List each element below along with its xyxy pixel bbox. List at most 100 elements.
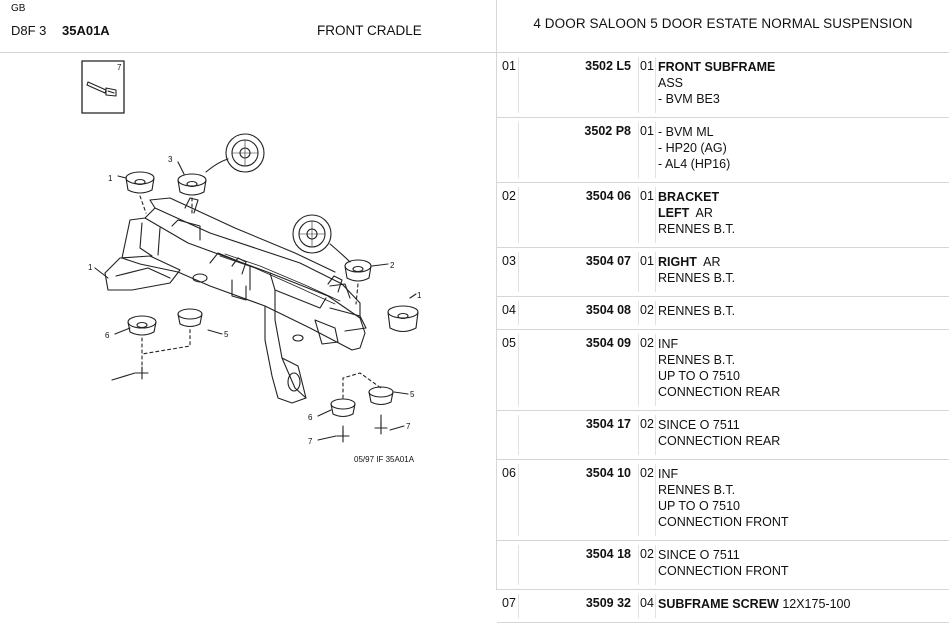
part-description: SUBFRAME SCREW 12X175-100 — [658, 596, 850, 612]
description-text: RENNES B.T. — [658, 222, 736, 236]
description-text: CONNECTION FRONT — [658, 515, 789, 529]
front-cradle-diagram[interactable]: 7 1 3 2 1 1 6 5 6 5 7 7 — [60, 58, 460, 478]
callout-6: 6 — [105, 331, 110, 340]
description-text: SINCE O 7511 — [658, 418, 740, 432]
callout-1-left: 1 — [88, 263, 93, 272]
detail-circle-right — [292, 214, 332, 254]
description-text: RENNES B.T. — [658, 353, 736, 367]
description-text: RENNES B.T. — [658, 304, 736, 318]
description-text: AR — [696, 255, 721, 269]
description-line: SINCE O 7511 — [658, 547, 789, 563]
description-text: SINCE O 7511 — [658, 548, 740, 562]
part-reference: 3504 06 — [585, 189, 631, 203]
description-text: INF — [658, 467, 679, 481]
bushing-right — [387, 305, 419, 333]
callout-7-right: 7 — [406, 422, 411, 431]
callout-1-right: 1 — [417, 291, 422, 300]
quantity: 02 — [640, 417, 654, 431]
section-ref: 35A01A — [62, 23, 110, 38]
quantity: 02 — [640, 303, 654, 317]
description-line: CONNECTION FRONT — [658, 563, 789, 579]
description-text: UP TO O 7510 — [658, 499, 740, 513]
callout-5-lower: 5 — [410, 390, 415, 399]
header-divider — [0, 52, 949, 53]
part-reference: 3504 08 — [585, 303, 631, 317]
description-line: RENNES B.T. — [658, 352, 780, 368]
description-line: UP TO O 7510 — [658, 368, 780, 384]
item-number: 07 — [502, 596, 516, 610]
description-text: AR — [689, 206, 713, 220]
description-line: BRACKET — [658, 189, 735, 205]
header-right: 4 DOOR SALOON 5 DOOR ESTATE NORMAL SUSPE… — [497, 0, 949, 52]
description-line: UP TO O 7510 — [658, 498, 789, 514]
part-reference: 3502 L5 — [585, 59, 631, 73]
item-number: 01 — [502, 59, 516, 73]
description-text: CONNECTION REAR — [658, 385, 781, 399]
callout-5: 5 — [224, 330, 229, 339]
part-reference: 3502 P8 — [584, 124, 631, 138]
description-bold: LEFT — [658, 206, 690, 220]
item-number: 05 — [502, 336, 516, 350]
description-text: CONNECTION REAR — [658, 434, 781, 448]
callout-2: 2 — [390, 261, 395, 270]
part-reference: 3509 32 — [585, 596, 631, 610]
quantity: 02 — [640, 336, 654, 350]
callout-labels: 7 1 3 2 1 1 6 5 6 5 7 7 — [88, 63, 422, 446]
description-line: - HP20 (AG) — [658, 140, 730, 156]
subframe-body — [104, 197, 367, 404]
description-bold: SUBFRAME SCREW — [658, 597, 779, 611]
callout-6-lower: 6 — [308, 413, 313, 422]
item-number: 03 — [502, 254, 516, 268]
quantity: 01 — [640, 124, 654, 138]
description-line: CONNECTION REAR — [658, 433, 780, 449]
description-text: 12X175-100 — [778, 597, 851, 611]
callout-3: 3 — [168, 155, 173, 164]
bushing-5-lower — [368, 386, 394, 406]
bushing-6-lower — [330, 398, 356, 418]
description-line: - AL4 (HP16) — [658, 156, 730, 172]
part-reference: 3504 07 — [585, 254, 631, 268]
description-text: INF — [658, 337, 679, 351]
header-left: GB D8F 3 35A01A FRONT CRADLE — [0, 0, 496, 52]
description-text: UP TO O 7510 — [658, 369, 740, 383]
description-line: SUBFRAME SCREW 12X175-100 — [658, 596, 850, 612]
description-line: SINCE O 7511 — [658, 417, 780, 433]
description-bold: RIGHT — [658, 255, 697, 269]
description-line: - BVM BE3 — [658, 91, 775, 107]
description-line: RIGHT AR — [658, 254, 735, 270]
column-divider — [496, 0, 497, 590]
description-line: RENNES B.T. — [658, 270, 735, 286]
description-line: - BVM ML — [658, 124, 730, 140]
quantity: 01 — [640, 59, 654, 73]
quantity: 02 — [640, 547, 654, 561]
description-line: CONNECTION FRONT — [658, 514, 789, 530]
description-text: CONNECTION FRONT — [658, 564, 789, 578]
part-reference: 3504 17 — [585, 417, 631, 431]
screw-inset — [81, 60, 125, 114]
bushing-lower-left — [127, 315, 157, 336]
description-line: RENNES B.T. — [658, 303, 735, 319]
part-row[interactable]: 3502 P8 01 - BVM ML- HP20 (AG)- AL4 (HP16) — [497, 118, 949, 183]
description-line: FRONT SUBFRAME — [658, 59, 775, 75]
engine-code: D8F 3 — [11, 23, 47, 38]
country-code: GB — [11, 3, 26, 14]
description-text: RENNES B.T. — [658, 483, 736, 497]
part-description: - BVM ML- HP20 (AG)- AL4 (HP16) — [658, 124, 730, 172]
model-description: 4 DOOR SALOON 5 DOOR ESTATE NORMAL SUSPE… — [533, 16, 913, 31]
bushing-5 — [177, 308, 203, 328]
